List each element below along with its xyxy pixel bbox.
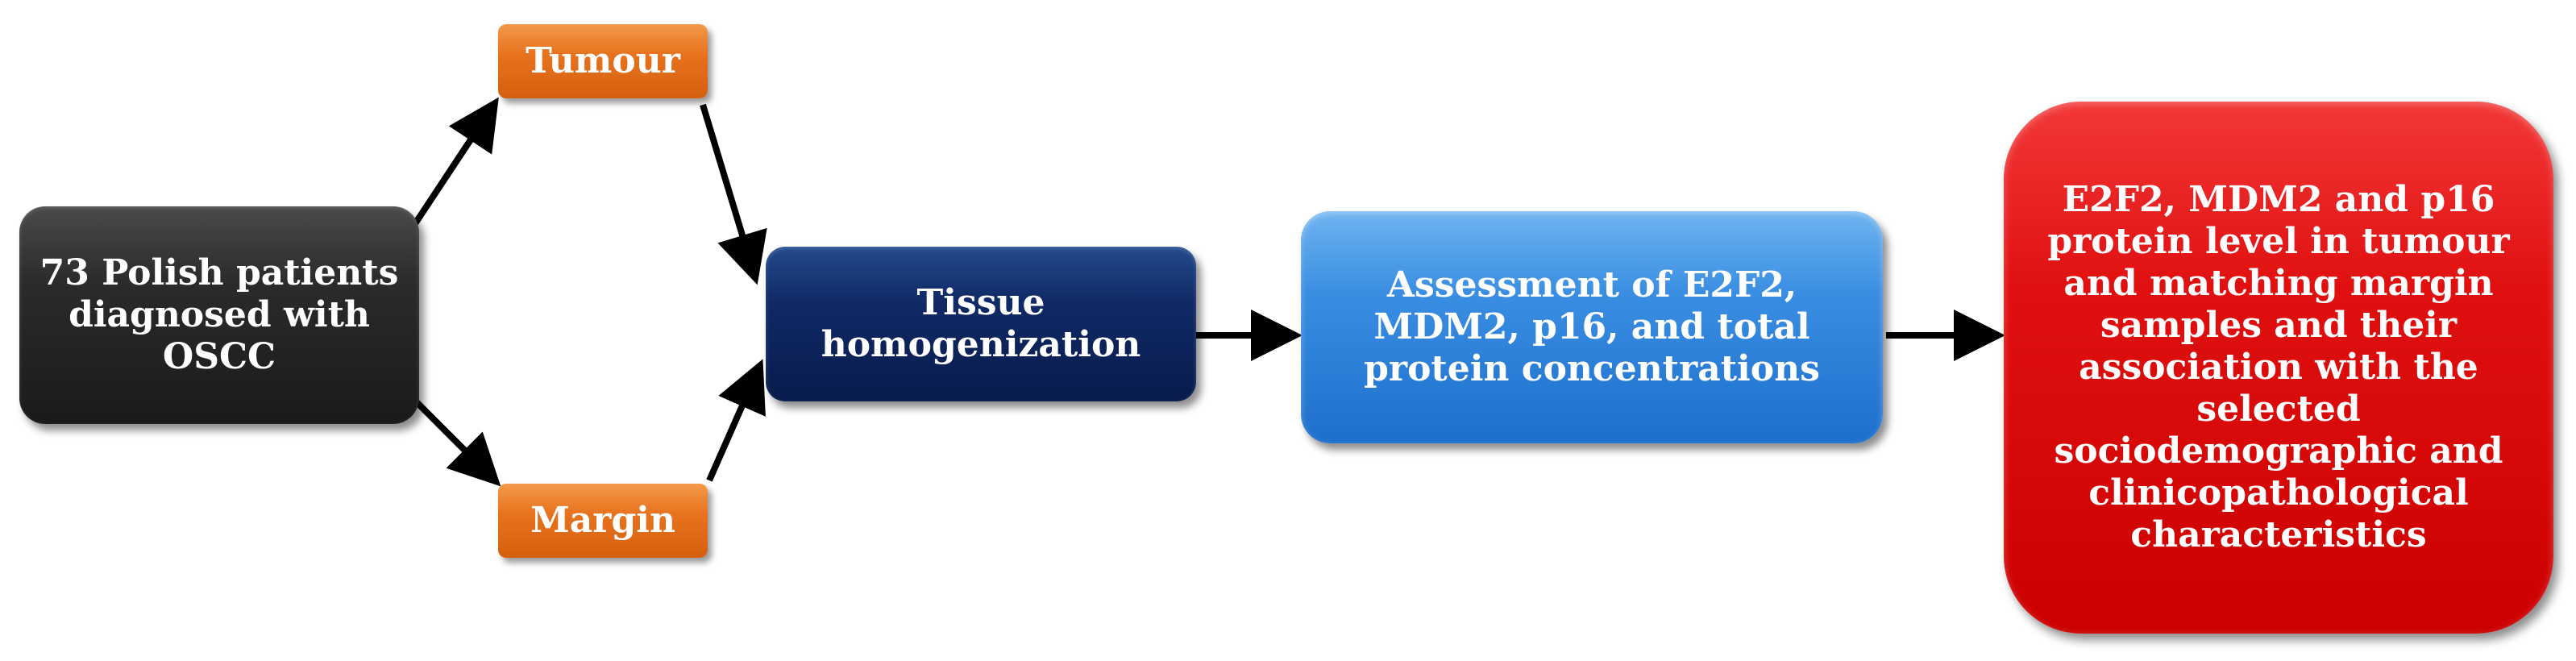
tissue-line: Tissue [916, 282, 1045, 324]
result-line: sociodemographic and [2054, 430, 2503, 472]
arrow-patients-to-margin [410, 396, 501, 487]
result-box: E2F2, MDM2 and p16 protein level in tumo… [2004, 102, 2553, 634]
result-line: E2F2, MDM2 and p16 [2062, 179, 2495, 221]
tissue-homogenization-box: Tissue homogenization [766, 247, 1196, 401]
arrow-tumour-to-tissue [700, 103, 767, 285]
patients-box: 73 Polish patients diagnosed with OSCC [19, 206, 419, 424]
tissue-line: homogenization [821, 324, 1141, 365]
result-line: samples and their [2100, 305, 2458, 347]
margin-box: Margin [498, 484, 708, 558]
patients-line: diagnosed with [69, 294, 370, 336]
patients-text: 73 Polish patients diagnosed with OSCC [40, 252, 399, 378]
result-line: association with the [2079, 347, 2478, 389]
tumour-label: Tumour [526, 40, 680, 82]
result-line: clinicopathological [2088, 472, 2469, 513]
arrow-margin-to-tissue [706, 359, 766, 482]
tumour-box: Tumour [498, 24, 708, 98]
tissue-text: Tissue homogenization [821, 282, 1141, 366]
margin-label: Margin [530, 500, 675, 542]
result-line: protein level in tumour [2047, 221, 2510, 263]
arrow-patients-to-tumour [409, 97, 499, 230]
patients-line: OSCC [162, 335, 276, 377]
result-line: selected [2196, 388, 2361, 430]
assessment-line: MDM2, p16, and total [1373, 306, 1810, 348]
assessment-box: Assessment of E2F2, MDM2, p16, and total… [1301, 211, 1883, 443]
result-line: characteristics [2130, 513, 2427, 555]
assessment-line: Assessment of E2F2, [1386, 264, 1797, 306]
assessment-text: Assessment of E2F2, MDM2, p16, and total… [1364, 264, 1820, 390]
result-line: and matching margin [2063, 263, 2494, 305]
result-text: E2F2, MDM2 and p16 protein level in tumo… [2047, 179, 2509, 555]
patients-line: 73 Polish patients [39, 252, 399, 294]
assessment-line: protein concentrations [1364, 347, 1820, 389]
